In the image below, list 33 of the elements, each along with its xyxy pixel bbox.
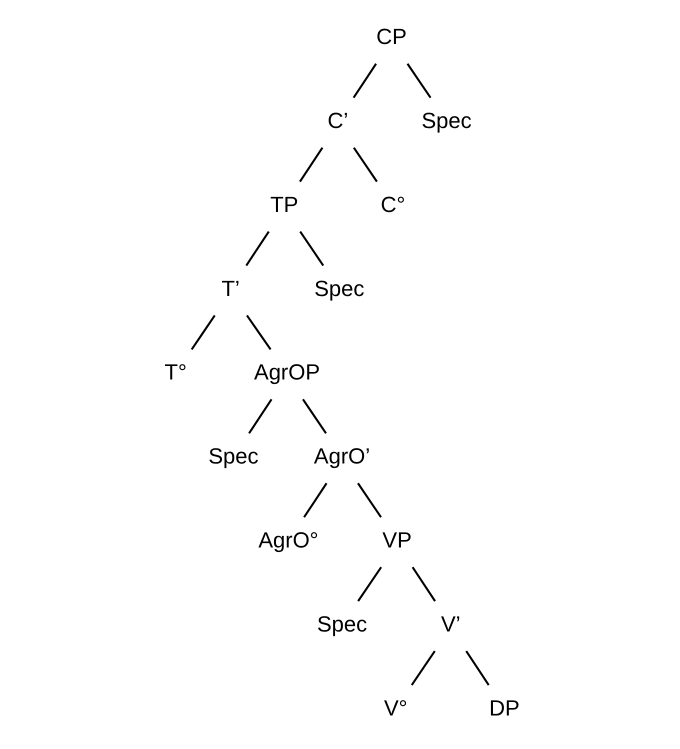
node-text: V’ — [440, 611, 460, 636]
connector — [245, 230, 270, 266]
node-text: V° — [384, 695, 408, 720]
node-text: AgrO° — [258, 528, 318, 553]
connector — [299, 147, 324, 182]
node-text: Spec — [316, 611, 368, 636]
connector — [352, 63, 377, 98]
connector — [412, 566, 436, 602]
connector — [303, 482, 328, 518]
connector — [353, 147, 378, 182]
node-text: AgrOP — [254, 360, 320, 385]
connector — [248, 398, 272, 434]
node-text: T’ — [221, 276, 240, 301]
node-text: Spec — [422, 108, 472, 134]
node-text: TP — [270, 192, 298, 217]
connector — [357, 482, 382, 518]
node-text: CP — [376, 24, 407, 50]
connector — [357, 566, 382, 602]
node-text: C° — [380, 192, 406, 217]
connector — [406, 63, 432, 98]
node-text: DP — [489, 695, 520, 720]
connector — [302, 398, 327, 434]
connector — [410, 650, 436, 686]
node-text: T° — [164, 360, 187, 385]
connector — [299, 230, 324, 266]
node-text: Spec — [314, 276, 364, 301]
node-text: VP — [382, 528, 412, 553]
connector — [465, 650, 490, 686]
node-text: C’ — [328, 108, 348, 134]
connector — [190, 314, 216, 350]
connector — [246, 314, 272, 350]
node-text: AgrO’ — [314, 444, 370, 469]
node-text: Spec — [208, 444, 258, 469]
